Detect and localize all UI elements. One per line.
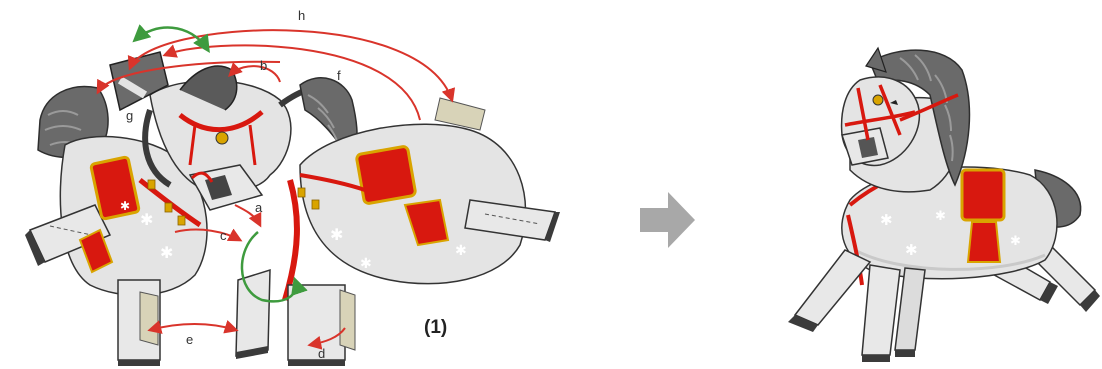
- fold-label-a: a: [255, 200, 263, 215]
- fold-arrow-e: [147, 320, 239, 334]
- twist-arrow-top: [132, 24, 210, 53]
- saddle-left: [89, 155, 141, 221]
- fold-arrow-b: [228, 62, 281, 83]
- fold-label-g: g: [126, 108, 133, 123]
- svg-text:✱: ✱: [1010, 233, 1021, 248]
- fold-label-c: c: [220, 228, 227, 243]
- fold-label-h: h: [298, 8, 305, 23]
- svg-text:✱: ✱: [455, 242, 467, 258]
- unfolded-horse: ✱ ✱ ✱: [25, 51, 560, 366]
- fold-arrow-d: [307, 327, 346, 350]
- left-leg-angled: [28, 204, 112, 263]
- svg-text:✱: ✱: [120, 199, 130, 213]
- step-label: (1): [424, 317, 447, 338]
- assembled-horse: ✱ ✱ ✱ ✱: [788, 46, 1100, 362]
- assembled-saddle: [960, 168, 1006, 222]
- horse-mane: [869, 49, 971, 187]
- fold-arrow-c: [174, 228, 243, 242]
- fold-label-f: f: [337, 68, 341, 83]
- arrow-right-icon: [640, 192, 695, 248]
- svg-text:✱: ✱: [905, 242, 918, 259]
- svg-text:✱: ✱: [935, 208, 946, 223]
- svg-text:✱: ✱: [330, 227, 343, 244]
- svg-text:✱: ✱: [160, 245, 173, 262]
- center-leg-back: [287, 284, 346, 361]
- fold-labels: h f b g a c e d: [126, 8, 341, 361]
- saddle-right: [355, 145, 417, 205]
- svg-text:✱: ✱: [140, 212, 153, 229]
- glue-tab: [139, 291, 159, 346]
- svg-text:✱: ✱: [880, 212, 893, 229]
- center-leg-front: [235, 268, 271, 357]
- svg-text:✱: ✱: [360, 255, 372, 271]
- fold-arrow-a: [234, 204, 262, 228]
- fold-label-d: d: [318, 346, 325, 361]
- twist-arrows: [132, 24, 308, 303]
- twist-arrow-mid: [240, 231, 308, 303]
- fold-arrow-g: [96, 60, 281, 95]
- fold-label-b: b: [260, 58, 267, 73]
- fold-label-e: e: [186, 332, 193, 347]
